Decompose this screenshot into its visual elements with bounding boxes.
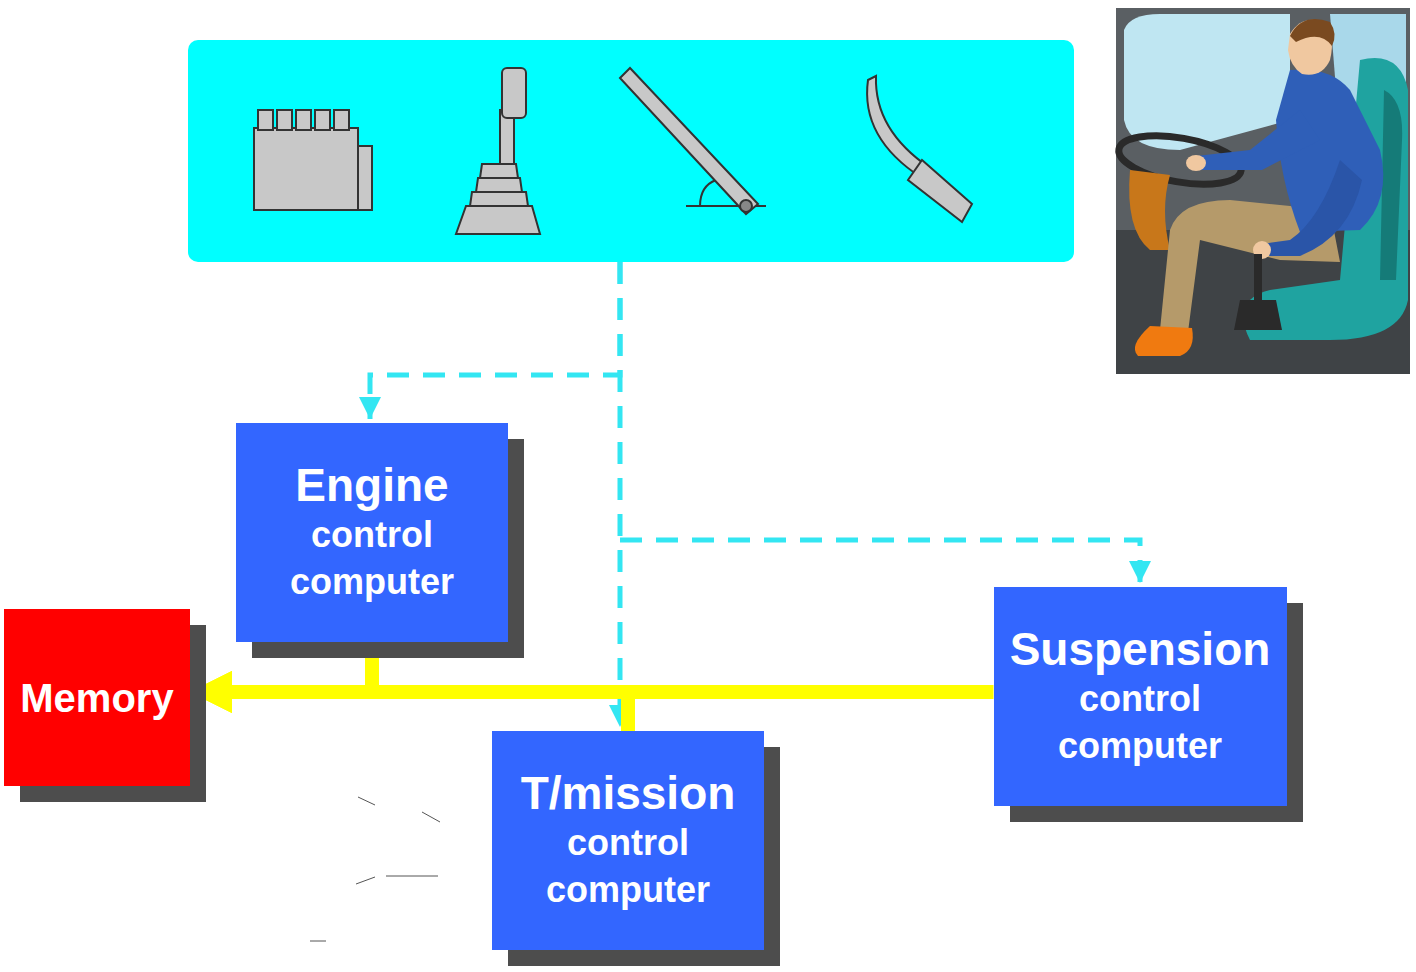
suspension-computer-box: Suspensioncontrol computer [994, 587, 1287, 806]
computer-name: Suspension [1010, 623, 1271, 676]
memory-box: Memory [4, 609, 190, 786]
memory-label: Memory [20, 675, 173, 721]
stray-strokes [310, 797, 440, 941]
driver-illustration [1115, 8, 1410, 374]
computer-name: Engine [295, 459, 448, 512]
computer-name: T/mission [521, 767, 736, 820]
data-bus-line [190, 642, 372, 692]
computer-subtitle: control computer [248, 512, 496, 606]
computer-subtitle: control computer [1006, 676, 1275, 770]
data-bus-line [190, 692, 628, 731]
gear-lever-icon [456, 68, 540, 234]
engine-computer-box: Enginecontrol computer [236, 423, 508, 642]
transmission-computer-box: T/missioncontrol computer [492, 731, 764, 950]
driver-controls-panel [188, 40, 1074, 262]
brake-pedal-icon [620, 68, 766, 214]
accelerator-pedal-icon [867, 76, 972, 222]
computer-subtitle: control computer [504, 820, 752, 914]
engine-icon [254, 110, 372, 210]
